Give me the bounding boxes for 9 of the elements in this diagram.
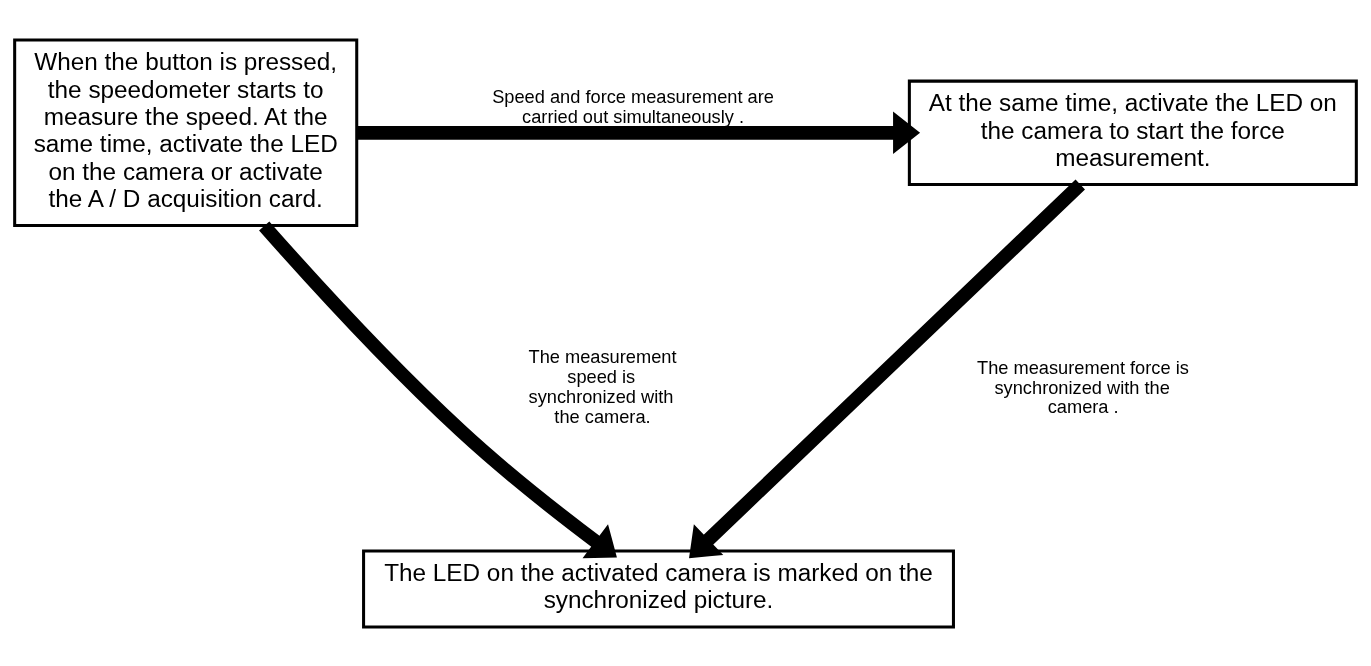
arrow — [357, 111, 921, 154]
edge-label: The measurement speed is synchronized with the camera. — [528, 345, 677, 427]
node-box: The LED on the activated camera is marked on the synchronized picture. — [362, 548, 955, 628]
edge-label: The measurement force is synchronized with the camera . — [977, 356, 1189, 417]
arrow — [259, 220, 617, 558]
node-box: When the button is pressed, the speedometer starts to measure the speed. At the same time, activate the LED on the camera or activate the A / D acquisition card. — [13, 38, 359, 227]
node-box: At the same time, activate the LED on the camera to start the force measurement. — [907, 79, 1358, 186]
arrow — [689, 179, 1085, 558]
edge-label: Speed and force measurement are carried out simultaneously . — [492, 85, 774, 127]
